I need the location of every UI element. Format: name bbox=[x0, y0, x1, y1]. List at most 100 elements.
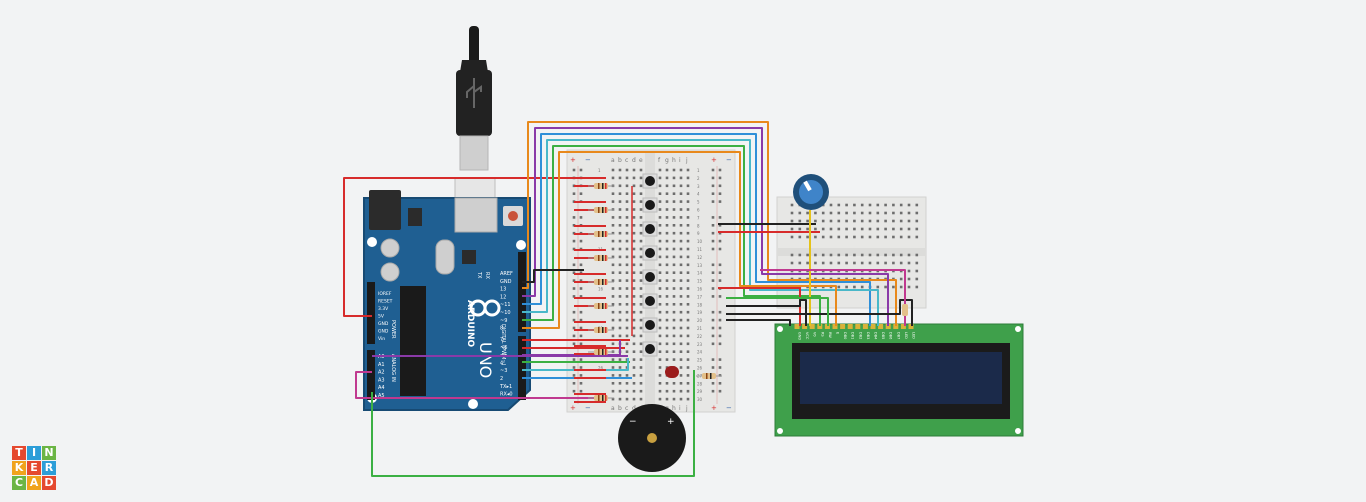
row-number: 10 bbox=[697, 239, 703, 244]
resistor[interactable] bbox=[588, 279, 614, 285]
breadboard-components[interactable] bbox=[574, 173, 908, 403]
wire[interactable] bbox=[522, 145, 821, 326]
arduino-pin-label: A5 bbox=[378, 393, 385, 399]
row-number: 14 bbox=[697, 271, 703, 276]
arduino-pin-label: GND bbox=[378, 321, 389, 327]
wire[interactable] bbox=[355, 371, 600, 399]
arduino-infinity-logo bbox=[469, 299, 501, 317]
piezo-buzzer[interactable]: − + bbox=[618, 404, 686, 472]
arduino-pin-label: A3 bbox=[378, 377, 385, 383]
resistor[interactable] bbox=[588, 327, 614, 333]
wire[interactable] bbox=[726, 299, 807, 326]
pushbutton[interactable] bbox=[642, 269, 658, 285]
pushbutton[interactable] bbox=[642, 317, 658, 333]
pushbutton[interactable] bbox=[642, 245, 658, 261]
lcd-pin-label: DB1 bbox=[851, 332, 855, 339]
row-number: 21 bbox=[697, 326, 703, 331]
usb-cable[interactable] bbox=[454, 26, 496, 219]
tinkercad-logo[interactable]: T I N K E R C A D bbox=[12, 446, 56, 490]
wire[interactable] bbox=[371, 370, 695, 477]
usb-icon bbox=[466, 78, 482, 108]
wire[interactable] bbox=[522, 151, 837, 329]
wire[interactable] bbox=[522, 139, 879, 326]
logo-letter: T bbox=[12, 446, 26, 460]
wires[interactable] bbox=[343, 121, 913, 477]
resistor[interactable] bbox=[588, 231, 614, 237]
atmega-chip bbox=[400, 286, 426, 396]
arduino-pin-label: 4 bbox=[500, 360, 503, 366]
arduino-pin-label: 13 bbox=[500, 287, 506, 293]
wire[interactable] bbox=[726, 299, 913, 326]
column-label: i bbox=[679, 157, 681, 164]
column-label: g bbox=[665, 157, 669, 164]
row-number: 16 bbox=[697, 287, 703, 292]
resistor[interactable] bbox=[588, 255, 614, 261]
column-label: a bbox=[611, 157, 615, 164]
wire[interactable] bbox=[726, 319, 791, 326]
row-number: 16 bbox=[598, 287, 604, 292]
column-label: f bbox=[658, 157, 661, 164]
rail-sign: + bbox=[711, 404, 717, 412]
wire[interactable] bbox=[522, 269, 584, 283]
resistor[interactable] bbox=[588, 183, 614, 189]
buzzer-minus: − bbox=[629, 417, 637, 427]
row-number: 17 bbox=[697, 294, 703, 299]
rail-sign: + bbox=[570, 404, 576, 412]
lcd-pin-label: VCC bbox=[805, 332, 809, 340]
arduino-pin-label: TX▸1 bbox=[499, 384, 512, 390]
resistor[interactable] bbox=[696, 373, 722, 379]
analog-label: ANALOG IN bbox=[390, 354, 396, 382]
arduino-uno-board[interactable]: ARDUINO UNO DIGITAL (PWM~) ANALOG IN POW… bbox=[363, 190, 531, 411]
column-label: d bbox=[632, 405, 636, 412]
wire[interactable] bbox=[522, 358, 629, 371]
red-led[interactable] bbox=[665, 366, 679, 378]
column-label: e bbox=[639, 157, 643, 164]
row-number: 1 bbox=[697, 168, 700, 173]
resistor[interactable] bbox=[588, 207, 614, 213]
lcd-screen bbox=[800, 352, 1002, 404]
lcd-pin-label: V0 bbox=[813, 332, 817, 337]
resistor[interactable] bbox=[588, 395, 614, 401]
lcd-pin-label: RW bbox=[828, 332, 832, 338]
arduino-model: UNO bbox=[476, 342, 495, 378]
row-number: 3 bbox=[697, 184, 700, 189]
column-label: a bbox=[611, 405, 615, 412]
wire[interactable] bbox=[522, 127, 889, 326]
row-number: 12 bbox=[697, 255, 703, 260]
usb-port bbox=[454, 197, 498, 233]
logo-letter: C bbox=[12, 476, 26, 490]
row-number: 30 bbox=[697, 397, 703, 402]
tx-label: TX bbox=[476, 271, 482, 279]
arduino-pin-label: 12 bbox=[500, 294, 506, 300]
pushbutton[interactable] bbox=[642, 221, 658, 237]
arduino-pin-label: 5V bbox=[378, 314, 385, 320]
pushbutton[interactable] bbox=[642, 293, 658, 309]
power-label: POWER bbox=[390, 320, 396, 339]
row-number: 28 bbox=[697, 381, 703, 386]
pushbutton[interactable] bbox=[642, 173, 658, 189]
pushbutton[interactable] bbox=[642, 341, 658, 357]
resistor[interactable] bbox=[588, 349, 614, 355]
lcd-pin-label: LED bbox=[912, 332, 916, 339]
row-number: 26 bbox=[598, 366, 604, 371]
wire[interactable] bbox=[522, 121, 897, 326]
arduino-pin-label: ~3 bbox=[500, 368, 507, 374]
rail-sign: − bbox=[726, 156, 732, 164]
lcd-pin-label: RS bbox=[820, 332, 824, 337]
logo-letter: D bbox=[42, 476, 56, 490]
potentiometer[interactable] bbox=[793, 174, 829, 210]
row-number: 26 bbox=[697, 366, 703, 371]
resistor[interactable] bbox=[588, 303, 614, 309]
wire[interactable] bbox=[726, 297, 829, 326]
wire[interactable] bbox=[343, 177, 600, 317]
resistor[interactable] bbox=[902, 304, 908, 316]
row-number: 4 bbox=[697, 192, 700, 197]
wire[interactable] bbox=[522, 133, 871, 326]
row-number: 29 bbox=[697, 389, 703, 394]
row-number: 20 bbox=[697, 318, 703, 323]
column-label: i bbox=[679, 405, 681, 412]
pushbutton[interactable] bbox=[642, 197, 658, 213]
logo-letter: A bbox=[27, 476, 41, 490]
